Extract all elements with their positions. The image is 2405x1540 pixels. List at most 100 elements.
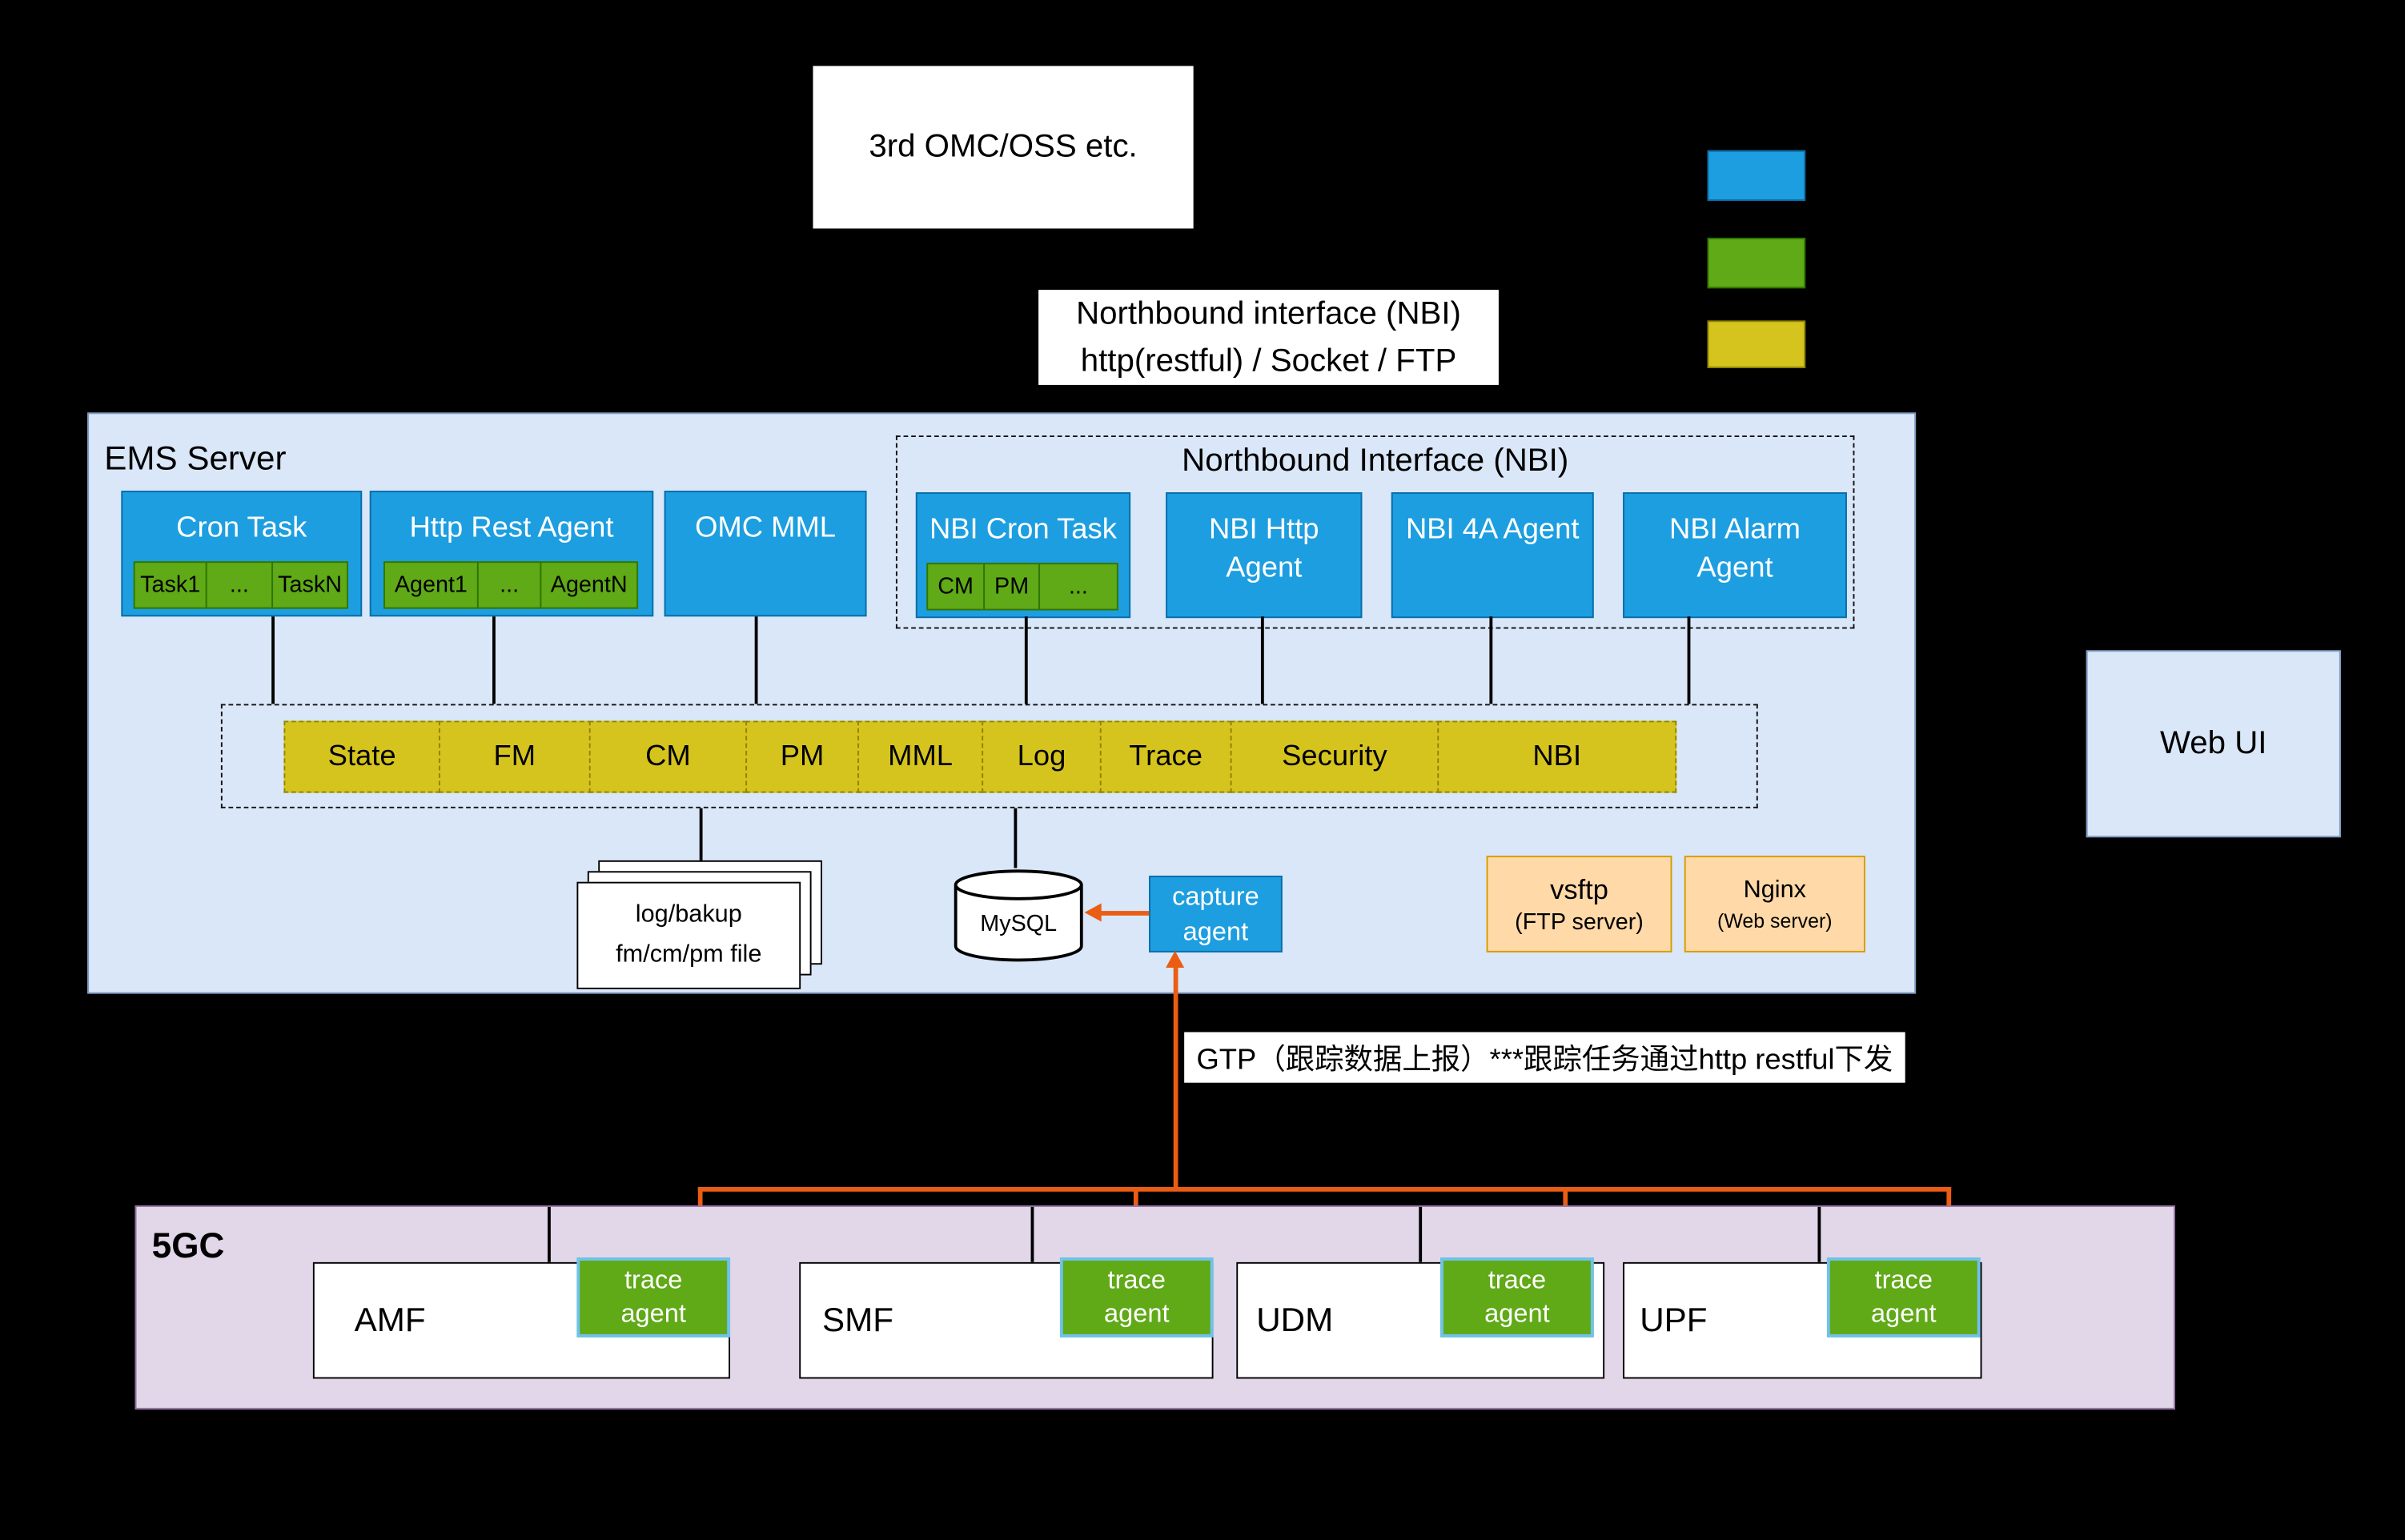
vsftp-server-box: vsftp (FTP server) [1486, 856, 1672, 952]
omc-mml-box: OMC MML [664, 491, 867, 617]
connector-line [1817, 1206, 1821, 1262]
nbi-cron-task-box: NBI Cron Task CM PM ... [915, 492, 1131, 619]
connector-line [271, 616, 275, 704]
third-party-omc-box: 3rd OMC/OSS etc. [813, 66, 1194, 229]
trace-agent-line1: trace [1107, 1265, 1166, 1295]
nginx-server-box: Nginx (Web server) [1684, 856, 1865, 952]
amf-trace-agent-box: trace agent [576, 1257, 731, 1337]
capture-to-mysql-line [1098, 911, 1150, 915]
cron-task-subitems: Task1 ... TaskN [133, 561, 348, 609]
module-trace: Trace [1099, 720, 1232, 793]
http-rest-agent-subitems: Agent1 ... AgentN [383, 561, 639, 609]
module-nbi: NBI [1437, 720, 1677, 793]
connector-line [1030, 1206, 1034, 1262]
file-label-line2: fm/cm/pm file [616, 941, 762, 968]
module-cm: CM [588, 720, 748, 793]
module-pm: PM [745, 720, 860, 793]
gtp-note-label: GTP（跟踪数据上报）***跟踪任务通过http restful下发 [1184, 1032, 1905, 1083]
nbi-alarm-agent-box: NBI Alarm Agent [1623, 492, 1847, 619]
trace-agent-line1: trace [624, 1265, 683, 1295]
web-ui-label: Web UI [2160, 725, 2267, 761]
agent-cell: Agent1 [383, 561, 479, 609]
connector-line [699, 808, 703, 882]
web-ui-box: Web UI [2086, 650, 2341, 838]
nbi-4a-agent-box: NBI 4A Agent [1391, 492, 1594, 619]
trace-agent-line2: agent [1870, 1298, 1937, 1329]
module-security: Security [1229, 720, 1440, 793]
module-log: Log [981, 720, 1102, 793]
connector-line [1014, 808, 1018, 868]
nbi-group-container: Northbound Interface (NBI) NBI Cron Task… [895, 435, 1855, 629]
trace-agent-line1: trace [1874, 1265, 1933, 1295]
smf-label: SMF [821, 1300, 893, 1339]
nginx-label-line2: (Web server) [1717, 908, 1833, 932]
connector-line [1419, 1206, 1423, 1262]
connector-line [1489, 616, 1493, 704]
amf-label: AMF [354, 1300, 426, 1339]
module-state: State [283, 720, 440, 793]
nbi-http-agent-box: NBI Http Agent [1166, 492, 1363, 619]
file-stack: log/bakup fm/cm/pm file [576, 860, 822, 989]
capture-agent-line1: capture [1172, 881, 1259, 912]
trace-agent-line2: agent [1484, 1298, 1550, 1329]
trace-agent-line2: agent [1103, 1298, 1170, 1329]
fivegc-container: 5GC AMF SMF UDM UPF trace agent trace ag… [135, 1205, 2175, 1410]
nbi-protocol-line2: http(restful) / Socket / FTP [1080, 343, 1457, 379]
nbi-http-agent-title: NBI Http Agent [1208, 513, 1319, 584]
http-rest-agent-title: Http Rest Agent [409, 511, 614, 545]
capture-to-mysql-arrowhead [1084, 903, 1102, 922]
module-bus-container: State FM CM PM MML Log Trace Security NB… [220, 704, 1758, 808]
module-fm: FM [438, 720, 592, 793]
capture-agent-box: capture agent [1149, 876, 1283, 952]
http-rest-agent-box: Http Rest Agent Agent1 ... AgentN [369, 491, 654, 617]
trace-agent-line1: trace [1488, 1265, 1547, 1295]
nbi-protocol-label: Northbound interface (NBI) http(restful)… [1038, 290, 1499, 385]
nbi-group-title: Northbound Interface (NBI) [1182, 443, 1569, 479]
ellipsis-cell: ... [1038, 563, 1118, 611]
ems-server-container: EMS Server Cron Task Task1 ... TaskN Htt… [87, 412, 1917, 994]
agent-ellipsis-cell: ... [476, 561, 543, 609]
legend-green-swatch [1707, 237, 1806, 289]
nginx-label-line1: Nginx [1743, 876, 1807, 903]
third-party-omc-label: 3rd OMC/OSS etc. [869, 128, 1138, 165]
vsftp-label-line1: vsftp [1550, 873, 1608, 904]
nbi-cron-task-subitems: CM PM ... [926, 563, 1118, 611]
file-label-line1: log/bakup [635, 901, 742, 928]
upf-trace-agent-box: trace agent [1826, 1257, 1981, 1337]
cm-cell: CM [926, 563, 986, 611]
trace-bus-line [697, 1186, 1952, 1191]
omc-mml-title: OMC MML [695, 511, 837, 545]
nbi-4a-agent-title: NBI 4A Agent [1405, 513, 1580, 547]
nbi-protocol-line1: Northbound interface (NBI) [1076, 295, 1461, 331]
file-page-front: log/bakup fm/cm/pm file [576, 881, 801, 989]
trace-upload-main-line [1173, 965, 1178, 1189]
nbi-alarm-agent-title: NBI Alarm Agent [1669, 513, 1801, 584]
udm-trace-agent-box: trace agent [1440, 1257, 1594, 1337]
ems-server-title: EMS Server [104, 438, 287, 477]
capture-agent-line2: agent [1182, 916, 1249, 947]
smf-trace-agent-box: trace agent [1059, 1257, 1214, 1337]
pm-cell: PM [982, 563, 1042, 611]
module-bus-row: State FM CM PM MML Log Trace Security NB… [283, 720, 1677, 793]
upf-label: UPF [1640, 1300, 1708, 1339]
task-cell: TaskN [271, 561, 348, 609]
database-cylinder-icon [954, 869, 1083, 962]
agent-cell: AgentN [540, 561, 639, 609]
trace-agent-line2: agent [620, 1298, 686, 1329]
connector-line [1024, 616, 1028, 704]
connector-line [754, 616, 758, 704]
connector-line [1687, 616, 1691, 704]
cron-task-box: Cron Task Task1 ... TaskN [121, 491, 363, 617]
udm-label: UDM [1256, 1300, 1334, 1339]
nbi-cron-task-title: NBI Cron Task [929, 513, 1117, 547]
task-cell: Task1 [133, 561, 207, 609]
vsftp-label-line2: (FTP server) [1515, 908, 1644, 935]
cron-task-title: Cron Task [176, 511, 307, 545]
task-ellipsis-cell: ... [204, 561, 275, 609]
connector-line [548, 1206, 551, 1262]
trace-upload-arrowhead [1166, 950, 1185, 968]
legend-yellow-swatch [1707, 320, 1806, 368]
module-mml: MML [857, 720, 984, 793]
